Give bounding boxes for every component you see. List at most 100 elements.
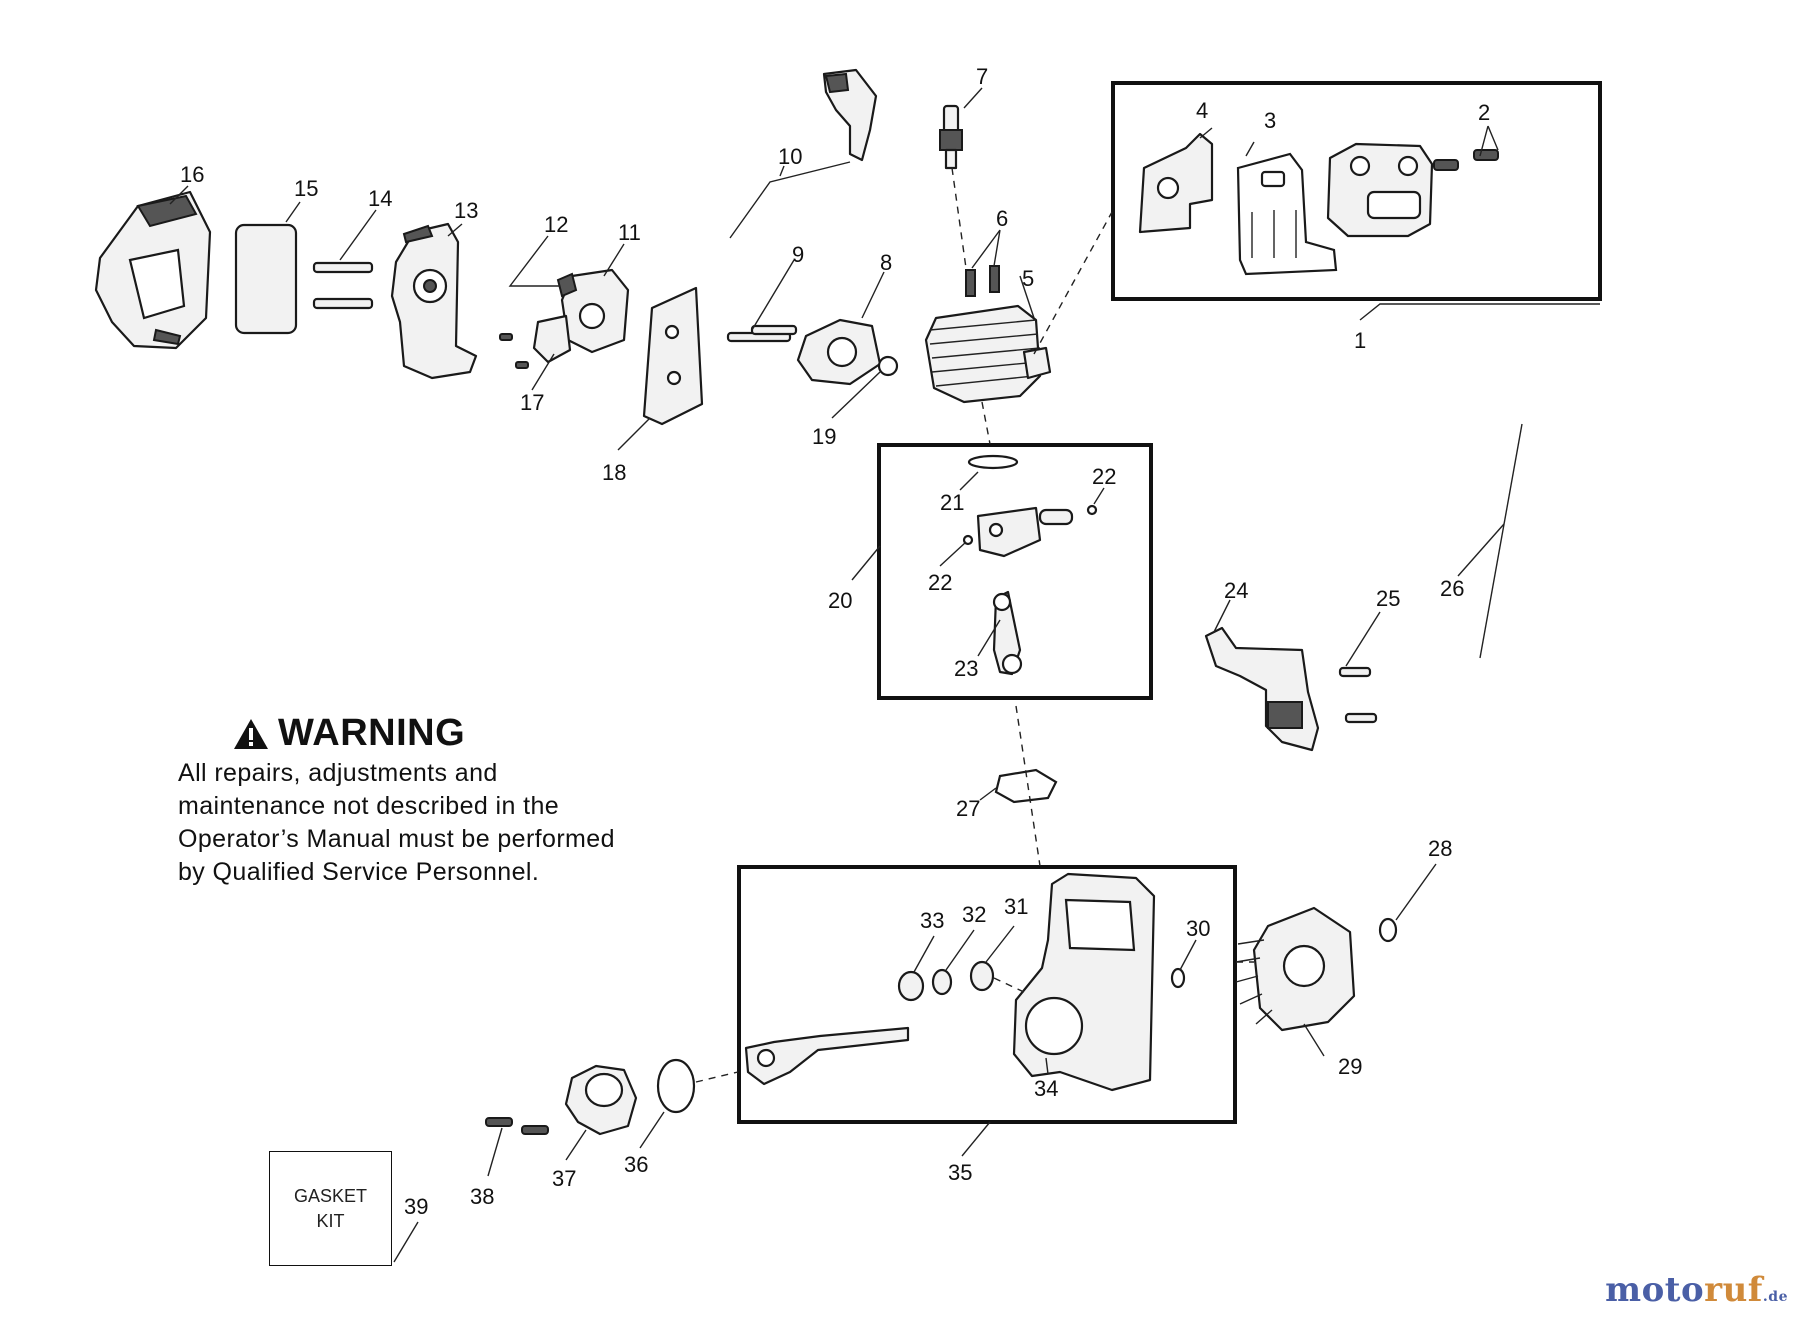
- callout-6: 6: [996, 206, 1008, 231]
- air-filter: [234, 223, 298, 335]
- carburetor-housing: [390, 222, 478, 380]
- callout-1: 1: [1354, 328, 1366, 353]
- muffler-gasket-plate: [1236, 152, 1338, 276]
- callout-33: 33: [920, 908, 944, 933]
- callout-29: 29: [1338, 1054, 1362, 1079]
- callout-36: 36: [624, 1152, 648, 1177]
- callout-34: 34: [1034, 1076, 1058, 1101]
- watermark-part3: .de: [1762, 1289, 1788, 1305]
- seal-32: [931, 968, 953, 996]
- warning-notice: WARNING All repairs, adjustments and mai…: [178, 712, 648, 889]
- callout-20: 20: [828, 588, 852, 613]
- callout-7: 7: [976, 64, 988, 89]
- callout-35: 35: [948, 1160, 972, 1185]
- air-filter-cover: [94, 190, 212, 350]
- leader-lines: [169, 87, 1600, 1263]
- coil-bolts: [1338, 666, 1378, 724]
- cylinder-bolts: [965, 265, 1000, 297]
- callout-3: 3: [1264, 108, 1276, 133]
- filter-bolts: [312, 261, 374, 310]
- group-frame-piston: [877, 443, 1153, 700]
- assembly-line-cylinder-piston: [981, 401, 991, 445]
- muffler: [1326, 142, 1434, 238]
- callout-8: 8: [880, 250, 892, 275]
- callout-25: 25: [1376, 586, 1400, 611]
- assembly-line-crankcase-inner: [993, 977, 1025, 993]
- assembly-line-crankshaft: [695, 1071, 739, 1083]
- callout-17: 17: [520, 390, 544, 415]
- callout-2: 2: [1478, 100, 1490, 125]
- motoruf-watermark-logo: motoruf.de: [1605, 1270, 1788, 1310]
- callout-32: 32: [962, 902, 986, 927]
- housing-bolts: [485, 1117, 549, 1135]
- warning-body: All repairs, adjustments and maintenance…: [178, 759, 615, 886]
- callout-26: 26: [1440, 576, 1464, 601]
- bearing-31: [969, 960, 995, 992]
- flywheel: [1235, 906, 1356, 1032]
- watermark-part2: ruf: [1704, 1270, 1763, 1310]
- callout-11: 11: [618, 220, 641, 245]
- callout-39: 39: [404, 1194, 428, 1219]
- assembly-line-piston-crankcase: [1015, 705, 1041, 867]
- washer-28: [1378, 917, 1398, 943]
- crankcase: [1012, 872, 1156, 1092]
- intake-bolts: [726, 324, 798, 343]
- callout-30: 30: [1186, 916, 1210, 941]
- intake-gasket: [642, 286, 704, 426]
- callout-14: 14: [368, 186, 392, 211]
- gasket-kit-box: GASKET KIT: [269, 1151, 392, 1266]
- warning-title: WARNING: [232, 712, 648, 755]
- callout-9: 9: [792, 242, 804, 267]
- callout-10: 10: [778, 144, 802, 169]
- muffler-bolts: [1433, 149, 1499, 171]
- assembly-line-spark-plug: [951, 167, 967, 269]
- spark-plug-wire: [1479, 423, 1523, 659]
- assembly-line-muffler: [1033, 211, 1113, 355]
- clip-30: [1170, 967, 1186, 989]
- callout-13: 13: [454, 198, 478, 223]
- group-frame-muffler: [1111, 81, 1602, 301]
- intake-manifold: [796, 318, 899, 386]
- gasket-kit-line1: GASKET: [293, 1185, 368, 1206]
- crankshaft: [744, 1026, 910, 1086]
- bearing-housing: [564, 1064, 638, 1136]
- callout-31: 31: [1004, 894, 1028, 919]
- callout-21: 21: [940, 490, 964, 515]
- muffler-heat-shield: [1138, 132, 1214, 234]
- callout-38: 38: [470, 1184, 494, 1209]
- watermark-part1: moto: [1605, 1270, 1705, 1310]
- throttle-wire: [729, 161, 851, 239]
- ignition-coil: [1204, 626, 1320, 752]
- callout-28: 28: [1428, 836, 1452, 861]
- callout-12: 12: [544, 212, 568, 237]
- callout-24: 24: [1224, 578, 1248, 603]
- callout-16: 16: [180, 162, 204, 187]
- warning-title-text: WARNING: [278, 712, 466, 754]
- callout-22a: 22: [1092, 464, 1116, 489]
- callout-numbers: 1 2 3 4 5 6 7 8 9 10 11 12 13 14 15 16 1…: [180, 64, 1490, 1219]
- callout-23: 23: [954, 656, 978, 681]
- piston: [976, 506, 1042, 558]
- piston-clip-right: [1086, 504, 1098, 516]
- piston-ring: [967, 454, 1019, 470]
- carburetor: [499, 268, 630, 369]
- callout-22b: 22: [928, 570, 952, 595]
- o-ring: [656, 1058, 696, 1114]
- spark-plug: [939, 104, 963, 170]
- gasket-kit-line2: KIT: [316, 1210, 345, 1231]
- throttle-trigger: [822, 68, 878, 162]
- callout-37: 37: [552, 1166, 576, 1191]
- callout-19: 19: [812, 424, 836, 449]
- connecting-rod: [992, 590, 1023, 676]
- callout-5: 5: [1022, 266, 1034, 291]
- warning-triangle-icon: [234, 718, 268, 749]
- callout-18: 18: [602, 460, 626, 485]
- callout-15: 15: [294, 176, 318, 201]
- cylinder: [924, 304, 1052, 404]
- bearing-33: [897, 970, 925, 1002]
- group-frame-crankcase: [737, 865, 1237, 1124]
- piston-pin: [1038, 508, 1074, 526]
- callout-4: 4: [1196, 98, 1208, 123]
- callout-27: 27: [956, 796, 980, 821]
